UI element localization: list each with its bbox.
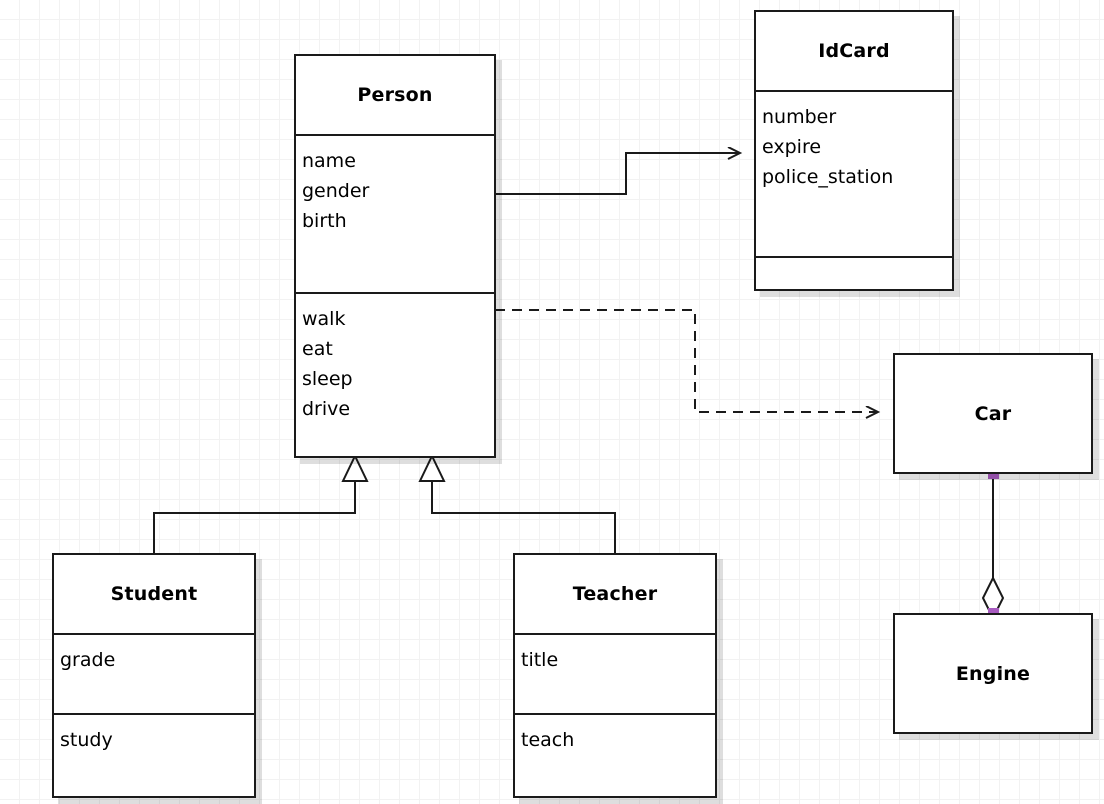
class-person[interactable]: Person name gender birth walk eat sleep … bbox=[294, 54, 496, 458]
class-student-header: Student bbox=[54, 555, 254, 633]
class-car-header: Car bbox=[895, 355, 1091, 472]
operation-item: teach bbox=[521, 729, 575, 751]
attribute-item: expire bbox=[762, 136, 822, 158]
class-teacher-header: Teacher bbox=[515, 555, 715, 633]
dependency-person-car[interactable] bbox=[495, 309, 878, 412]
generalization-student-person[interactable] bbox=[153, 453, 369, 553]
class-idcard-attributes: number expire police_station bbox=[756, 90, 952, 256]
class-engine[interactable]: Engine bbox=[893, 613, 1093, 734]
attribute-item: gender bbox=[302, 180, 370, 202]
attribute-item: birth bbox=[302, 210, 347, 232]
class-person-header: Person bbox=[296, 56, 494, 134]
generalization-teacher-person[interactable] bbox=[418, 453, 616, 553]
aggregation-car-engine[interactable] bbox=[981, 474, 1005, 621]
class-student[interactable]: Student grade study bbox=[52, 553, 256, 798]
association-person-idcard[interactable] bbox=[495, 153, 740, 195]
class-student-operations: study bbox=[54, 713, 254, 796]
class-teacher[interactable]: Teacher title teach bbox=[513, 553, 717, 798]
class-student-attributes: grade bbox=[54, 633, 254, 713]
class-car-name: Car bbox=[974, 402, 1012, 425]
class-person-operations: walk eat sleep drive bbox=[296, 292, 494, 458]
class-engine-name: Engine bbox=[955, 662, 1031, 685]
class-idcard-name: IdCard bbox=[818, 40, 890, 62]
class-car[interactable]: Car bbox=[893, 353, 1093, 474]
hollow-triangle-icon bbox=[418, 453, 446, 482]
class-teacher-attributes: title bbox=[515, 633, 715, 713]
class-student-name: Student bbox=[110, 583, 198, 605]
operation-item: sleep bbox=[302, 368, 353, 390]
operation-item: eat bbox=[302, 338, 333, 360]
attribute-item: name bbox=[302, 150, 356, 172]
attribute-item: police_station bbox=[762, 166, 894, 188]
attribute-item: grade bbox=[60, 649, 116, 671]
class-idcard-header: IdCard bbox=[756, 12, 952, 90]
hollow-triangle-icon bbox=[341, 453, 369, 482]
class-engine-header: Engine bbox=[895, 615, 1091, 732]
class-idcard[interactable]: IdCard number expire police_station bbox=[754, 10, 954, 291]
attribute-item: title bbox=[521, 649, 559, 671]
class-idcard-operations bbox=[756, 256, 952, 289]
class-person-name: Person bbox=[357, 84, 433, 106]
operation-item: walk bbox=[302, 308, 346, 330]
operation-item: study bbox=[60, 729, 113, 751]
class-teacher-name: Teacher bbox=[572, 583, 658, 605]
class-person-attributes: name gender birth bbox=[296, 134, 494, 292]
attribute-item: number bbox=[762, 106, 837, 128]
class-teacher-operations: teach bbox=[515, 713, 715, 796]
operation-item: drive bbox=[302, 398, 351, 420]
